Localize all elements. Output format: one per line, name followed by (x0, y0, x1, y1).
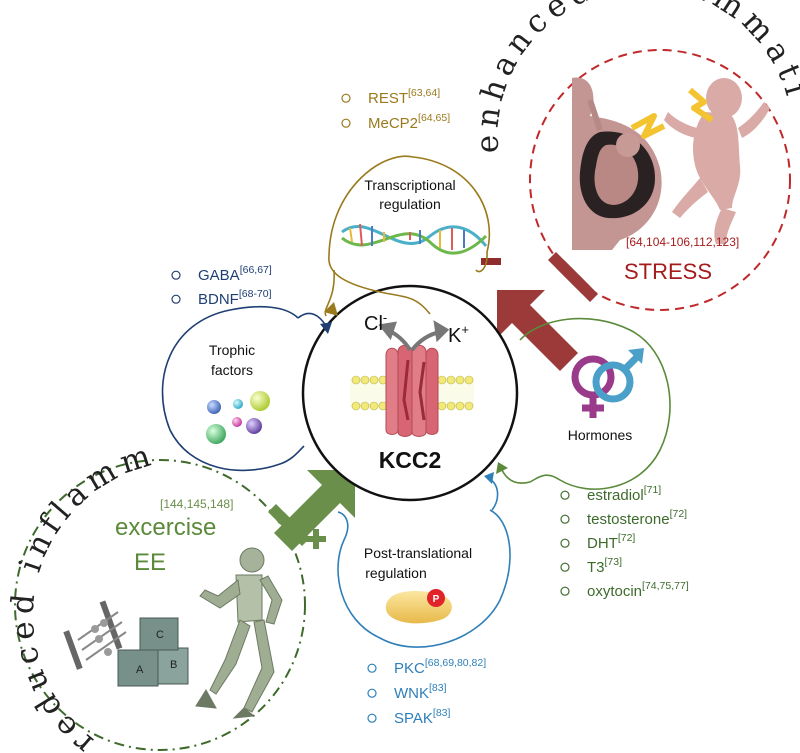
block-b-label: B (170, 659, 177, 671)
post-translational-list: PKC[68,69,80,82]WNK[83]SPAK[83] (367, 657, 486, 727)
stress-boundary (529, 49, 791, 311)
hormones-item-name: estradiol (587, 487, 644, 504)
exercise-refs: [144,145,148] (160, 497, 233, 511)
trophic-bullet-icon (171, 294, 181, 304)
post_translational-list-item: PKC[68,69,80,82] (394, 657, 486, 677)
post_translational-item-name: WNK (394, 685, 429, 702)
trophic-subtitle: factors (211, 362, 253, 378)
reduced-inflammation-arc-text: reduced inflammation (0, 0, 160, 753)
hormones-bullet-icon (560, 538, 570, 548)
hormones-connector-arrow (496, 462, 508, 474)
block-c-label: C (156, 629, 164, 641)
hormones-item-ref: [72] (670, 508, 688, 520)
trophic-item-ref: [68-70] (239, 288, 272, 300)
hormones-title: Hormones (568, 427, 633, 443)
transcriptional-item-ref: [64,65] (418, 112, 450, 124)
transcriptional-list: REST[63,64] MeCP2[64,65] (341, 87, 450, 132)
trophic-bullet-icon (171, 270, 181, 280)
gender-symbols-icon (571, 348, 644, 418)
exercise-activation-arrow (268, 470, 355, 551)
post_translational-bullet-icon (367, 663, 377, 673)
hormones-item-name: T3 (587, 559, 605, 576)
transcriptional-node-outline (328, 155, 491, 273)
transcriptional-subtitle: regulation (379, 196, 441, 212)
hormones-item-ref: [72] (618, 532, 636, 544)
post_translational-item-ref: [83] (429, 682, 447, 694)
hormones-item-ref: [71] (644, 484, 662, 496)
hormones-list: estradiol[71]testosterone[72]DHT[72]T3[7… (560, 484, 689, 600)
hormones-item-name: oxytocin (587, 583, 642, 600)
transcriptional-item-name: MeCP2 (368, 115, 418, 132)
stress-label: STRESS (624, 259, 712, 284)
trophic-node-outline (161, 305, 305, 472)
post_translational-list-item: WNK[83] (394, 682, 447, 702)
hormones-item-name: DHT (587, 535, 618, 552)
chloride-ion-label: Cl- (364, 310, 387, 335)
hormones-item-ref: [74,75,77] (642, 580, 689, 592)
trophic-item-name: BDNF (198, 291, 239, 308)
post_translational-bullet-icon (367, 713, 377, 723)
transcriptional-bullet-icon (341, 118, 351, 128)
exercise-boundary (14, 459, 306, 751)
transcriptional-item-name: REST (368, 90, 408, 107)
hormones-node-outline (519, 317, 671, 490)
kcc2-transporter-icon (385, 344, 439, 437)
hormones-bullet-icon (560, 490, 570, 500)
post_translational-item-ref: [68,69,80,82] (425, 657, 486, 669)
post_translational-list-item: SPAK[83] (394, 707, 451, 727)
exercise-label: excercise (115, 514, 216, 541)
hormones-list-item: oxytocin[74,75,77] (587, 580, 689, 600)
hormones-list-item: DHT[72] (587, 532, 635, 552)
hormones-item-ref: [73] (605, 556, 623, 568)
trophic-molecules-icon (206, 391, 270, 444)
post_translational-bullet-icon (367, 688, 377, 698)
post_translational-item-name: SPAK (394, 710, 433, 727)
post-translational-node-outline (337, 509, 511, 648)
runner-illustration (195, 547, 283, 719)
exercise-plus-sign (306, 529, 326, 549)
stress-minus-sign (481, 258, 501, 265)
transcriptional-connector (328, 255, 431, 315)
transcriptional-list-item: REST[63,64] (368, 87, 440, 107)
hormones-list-item: T3[73] (587, 556, 622, 576)
svg-text:P: P (433, 594, 440, 605)
stress-refs: [64,104-106,112,123] (626, 235, 739, 249)
transcriptional-list-item: MeCP2[64,65] (368, 112, 450, 132)
post_translational-item-ref: [83] (433, 707, 451, 719)
kcc2-label: KCC2 (379, 447, 442, 473)
post-translational-title: Post-translational (364, 545, 472, 561)
stress-inhibition-arrow (497, 252, 598, 371)
pregnancy-illustration (572, 77, 770, 251)
dna-icon (341, 223, 488, 255)
transcriptional-bullet-icon (341, 93, 351, 103)
post-translational-connector-arrow (484, 472, 494, 484)
abacus-blocks-illustration: A B C (63, 600, 189, 687)
post_translational-item-name: PKC (394, 660, 425, 677)
ion-efflux-arrows (378, 320, 450, 352)
block-a-label: A (136, 664, 144, 676)
trophic-list-item: BDNF[68-70] (198, 288, 272, 308)
hormones-bullet-icon (560, 562, 570, 572)
ee-label: EE (134, 549, 166, 576)
hormones-list-item: estradiol[71] (587, 484, 661, 504)
potassium-ion-label: K+ (448, 322, 469, 347)
trophic-list-item: GABA[66,67] (198, 264, 272, 284)
trophic-title: Trophic (209, 342, 255, 358)
hormones-list-item: testosterone[72] (587, 508, 687, 528)
post-translational-subtitle: regulation (365, 565, 427, 581)
hormones-item-name: testosterone (587, 511, 670, 528)
transcriptional-title: Transcriptional (364, 177, 455, 193)
transcriptional-item-ref: [63,64] (408, 87, 440, 99)
hormones-bullet-icon (560, 586, 570, 596)
trophic-item-name: GABA (198, 267, 240, 284)
hormones-bullet-icon (560, 514, 570, 524)
trophic-item-ref: [66,67] (240, 264, 272, 276)
phosphorylated-protein-icon: P (385, 589, 452, 624)
trophic-list: GABA[66,67] BDNF[68-70] (171, 264, 272, 308)
